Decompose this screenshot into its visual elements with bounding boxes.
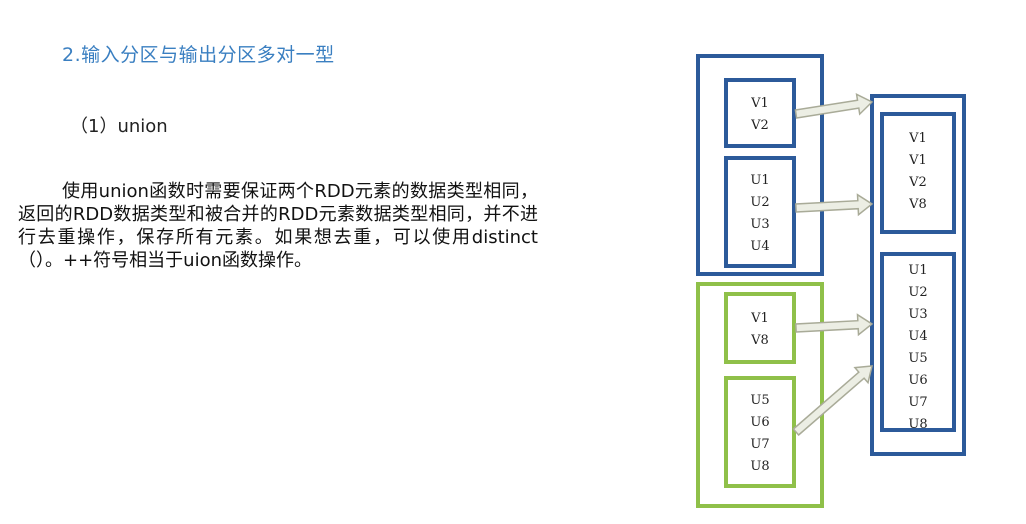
- arrow-3: [795, 313, 874, 337]
- arrow-4: [792, 365, 873, 437]
- partition-element: U4: [750, 239, 770, 254]
- partition-element: U8: [908, 417, 928, 432]
- arrow-2: [795, 193, 874, 217]
- partition-element: U7: [750, 437, 770, 452]
- partition-element: U1: [908, 263, 928, 278]
- partition-element: U5: [750, 393, 770, 408]
- partition-element: U6: [750, 415, 770, 430]
- partition-element: V1: [751, 311, 769, 326]
- partition-element: U8: [750, 459, 770, 474]
- partition-element: V1: [751, 96, 769, 111]
- partition-element: U3: [908, 307, 928, 322]
- subsection-heading: （1）union: [70, 116, 168, 137]
- partition-element: V1: [909, 131, 927, 146]
- partition-element: V2: [909, 175, 927, 190]
- partition-element: U7: [908, 395, 928, 410]
- partition-element: V8: [751, 333, 769, 348]
- arrow-1: [794, 92, 874, 119]
- partition-element: U3: [750, 217, 770, 232]
- section-heading: 2.输入分区与输出分区多对一型: [62, 44, 335, 66]
- partition-element: U2: [908, 285, 928, 300]
- partition-element: U6: [908, 373, 928, 388]
- dependency-arrows: [792, 92, 874, 437]
- partition-element: U1: [750, 173, 770, 188]
- partition-element: V8: [909, 197, 927, 212]
- partition-element: U4: [908, 329, 928, 344]
- partition-element: U2: [750, 195, 770, 210]
- partition-element: V2: [751, 118, 769, 133]
- partition-element: U5: [908, 351, 928, 366]
- arrow-group: [792, 92, 874, 437]
- description-paragraph: 使用union函数时需要保证两个RDD元素的数据类型相同，返回的RDD数据类型和…: [18, 181, 538, 271]
- partition-element: V1: [909, 153, 927, 168]
